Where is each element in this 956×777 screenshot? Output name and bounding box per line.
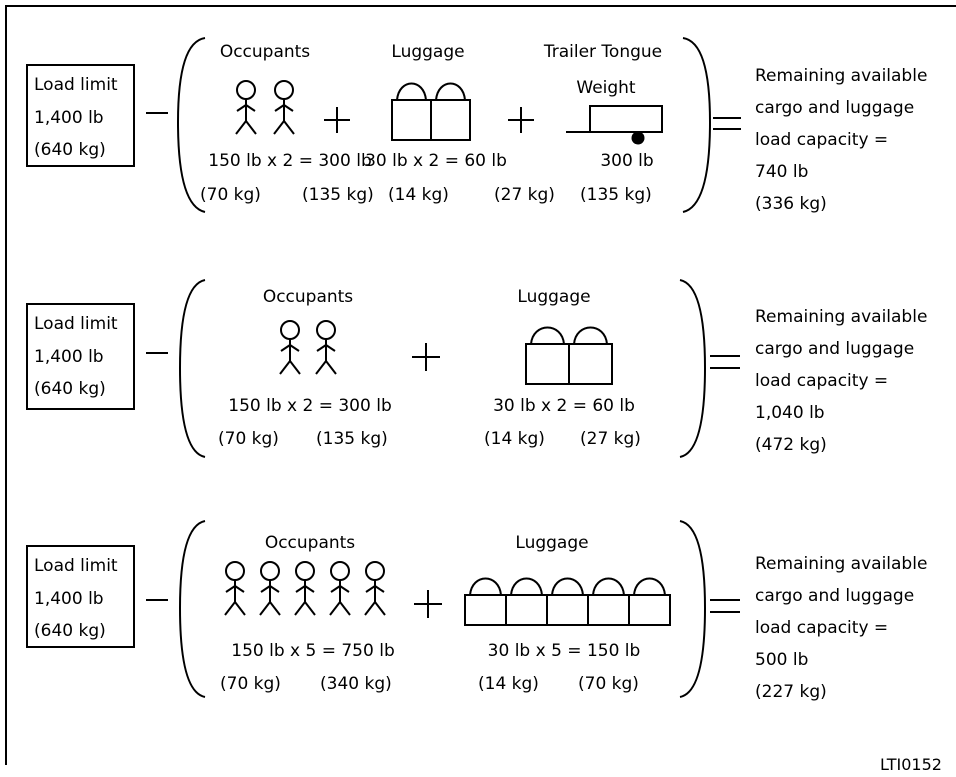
result-kg: (472 kg) [755, 435, 827, 455]
result-line-3: load capacity = [755, 371, 888, 391]
load-limit-kg: (640 kg) [34, 621, 106, 641]
occupants-unit-kg: (70 kg) [218, 429, 279, 449]
plus-operator [508, 107, 534, 133]
open-paren [178, 520, 206, 698]
row-3: Load limit 1,400 lb (640 kg) Occupants 1… [26, 520, 927, 702]
trailer-icon [566, 105, 663, 145]
person-icon [224, 561, 246, 616]
occupants-weight-lb: 150 lb x 2 = 300 lb [208, 151, 371, 171]
luggage-weight-lb: 30 lb x 2 = 60 lb [365, 151, 507, 171]
luggage-title: Luggage [391, 42, 464, 62]
person-icon [273, 80, 295, 135]
result-kg: (336 kg) [755, 194, 827, 214]
load-limit-lb: 1,400 lb [34, 108, 104, 128]
load-limit-kg: (640 kg) [34, 140, 106, 160]
occupants-total-kg: (135 kg) [316, 429, 388, 449]
load-limit-lb: 1,400 lb [34, 347, 104, 367]
luggage-title: Luggage [517, 287, 590, 307]
person-icon [279, 320, 301, 375]
luggage-weight-lb: 30 lb x 5 = 150 lb [488, 641, 641, 661]
occupants-unit-kg: (70 kg) [200, 185, 261, 205]
result-line-3: load capacity = [755, 130, 888, 150]
luggage-unit-kg: (14 kg) [388, 185, 449, 205]
occupants-title: Occupants [263, 287, 353, 307]
luggage-icon [505, 577, 548, 626]
luggage-icon [391, 82, 432, 141]
figure-frame [5, 5, 956, 765]
load-limit-box [26, 545, 135, 648]
occupants-total-kg: (340 kg) [320, 674, 392, 694]
load-limit-box [26, 303, 135, 410]
open-paren [178, 279, 206, 458]
close-paren [682, 37, 712, 213]
luggage-group [391, 82, 471, 141]
result-kg: (227 kg) [755, 682, 827, 702]
result-line-2: cargo and luggage [755, 98, 914, 118]
luggage-icon [587, 577, 630, 626]
luggage-total-kg: (27 kg) [494, 185, 555, 205]
figure-id: LTI0152 [880, 755, 942, 774]
person-icon [259, 561, 281, 616]
occupants-unit-kg: (70 kg) [220, 674, 281, 694]
plus-operator [324, 107, 350, 133]
load-limit-title: Load limit [34, 75, 118, 95]
close-paren [679, 279, 707, 458]
person-icon [315, 320, 337, 375]
load-limit-box [26, 64, 135, 167]
luggage-icon [430, 82, 471, 141]
luggage-group [525, 326, 613, 385]
luggage-total-kg: (27 kg) [580, 429, 641, 449]
result-line-2: cargo and luggage [755, 339, 914, 359]
result-line-1: Remaining available [755, 307, 927, 327]
luggage-unit-kg: (14 kg) [484, 429, 545, 449]
people-group [235, 80, 295, 135]
result-line-2: cargo and luggage [755, 586, 914, 606]
person-icon [235, 80, 257, 135]
luggage-icon [568, 326, 613, 385]
result-lb: 740 lb [755, 162, 808, 182]
trailer-weight-lb: 300 lb [600, 151, 653, 171]
luggage-icon [525, 326, 570, 385]
result-line-3: load capacity = [755, 618, 888, 638]
open-paren [176, 37, 206, 213]
row-2: Load limit 1,400 lb (640 kg) Occupants 1… [26, 279, 927, 458]
person-icon [364, 561, 386, 616]
result-line-1: Remaining available [755, 66, 927, 86]
people-group [279, 320, 337, 375]
people-group [224, 561, 386, 616]
plus-operator [412, 343, 440, 371]
occupants-title: Occupants [265, 533, 355, 553]
person-icon [294, 561, 316, 616]
result-lb: 500 lb [755, 650, 808, 670]
occupants-weight-lb: 150 lb x 2 = 300 lb [228, 396, 391, 416]
luggage-icon [628, 577, 671, 626]
luggage-group [464, 577, 671, 626]
occupants-total-kg: (135 kg) [302, 185, 374, 205]
load-limit-kg: (640 kg) [34, 379, 106, 399]
result-line-1: Remaining available [755, 554, 927, 574]
equals-operator [713, 117, 741, 130]
equals-operator [710, 355, 740, 369]
result-lb: 1,040 lb [755, 403, 825, 423]
load-limit-lb: 1,400 lb [34, 589, 104, 609]
person-icon [329, 561, 351, 616]
luggage-icon [546, 577, 589, 626]
equals-operator [710, 599, 740, 613]
occupants-weight-lb: 150 lb x 5 = 750 lb [231, 641, 394, 661]
luggage-icon [464, 577, 507, 626]
plus-operator [414, 590, 442, 618]
row-1: Load limit 1,400 lb (640 kg) Occupants 1… [26, 37, 927, 214]
load-limit-title: Load limit [34, 314, 118, 334]
load-limit-title: Load limit [34, 556, 118, 576]
luggage-title: Luggage [515, 533, 588, 553]
trailer-weight-title: Weight [576, 78, 636, 98]
occupants-title: Occupants [220, 42, 310, 62]
luggage-unit-kg: (14 kg) [478, 674, 539, 694]
luggage-total-kg: (70 kg) [578, 674, 639, 694]
trailer-tongue-title: Trailer Tongue [543, 42, 662, 62]
close-paren [679, 520, 707, 698]
luggage-weight-lb: 30 lb x 2 = 60 lb [493, 396, 635, 416]
trailer-weight-kg: (135 kg) [580, 185, 652, 205]
